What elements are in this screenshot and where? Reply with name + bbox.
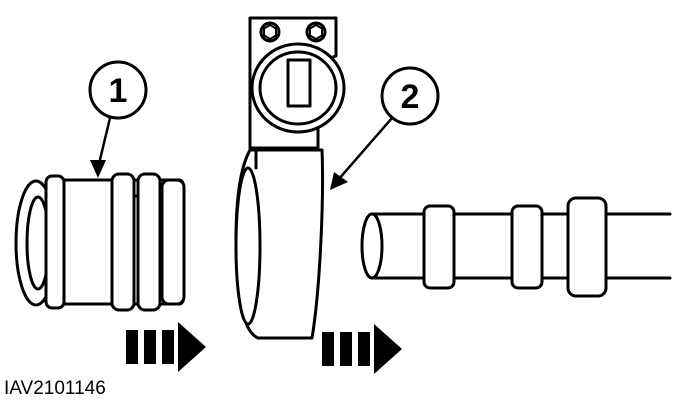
- assembly-arrow-left: [126, 322, 206, 372]
- callout-2: 2: [330, 66, 440, 190]
- callout-1: 1: [88, 60, 148, 178]
- tube: [360, 196, 672, 298]
- figure-id: IAV2101146: [4, 378, 106, 399]
- part-2-clamp: [234, 16, 346, 340]
- part-1-sleeve: [14, 172, 186, 312]
- callout-2-label: 2: [401, 78, 420, 116]
- callout-1-label: 1: [109, 72, 128, 110]
- assembly-arrow-right: [322, 324, 402, 374]
